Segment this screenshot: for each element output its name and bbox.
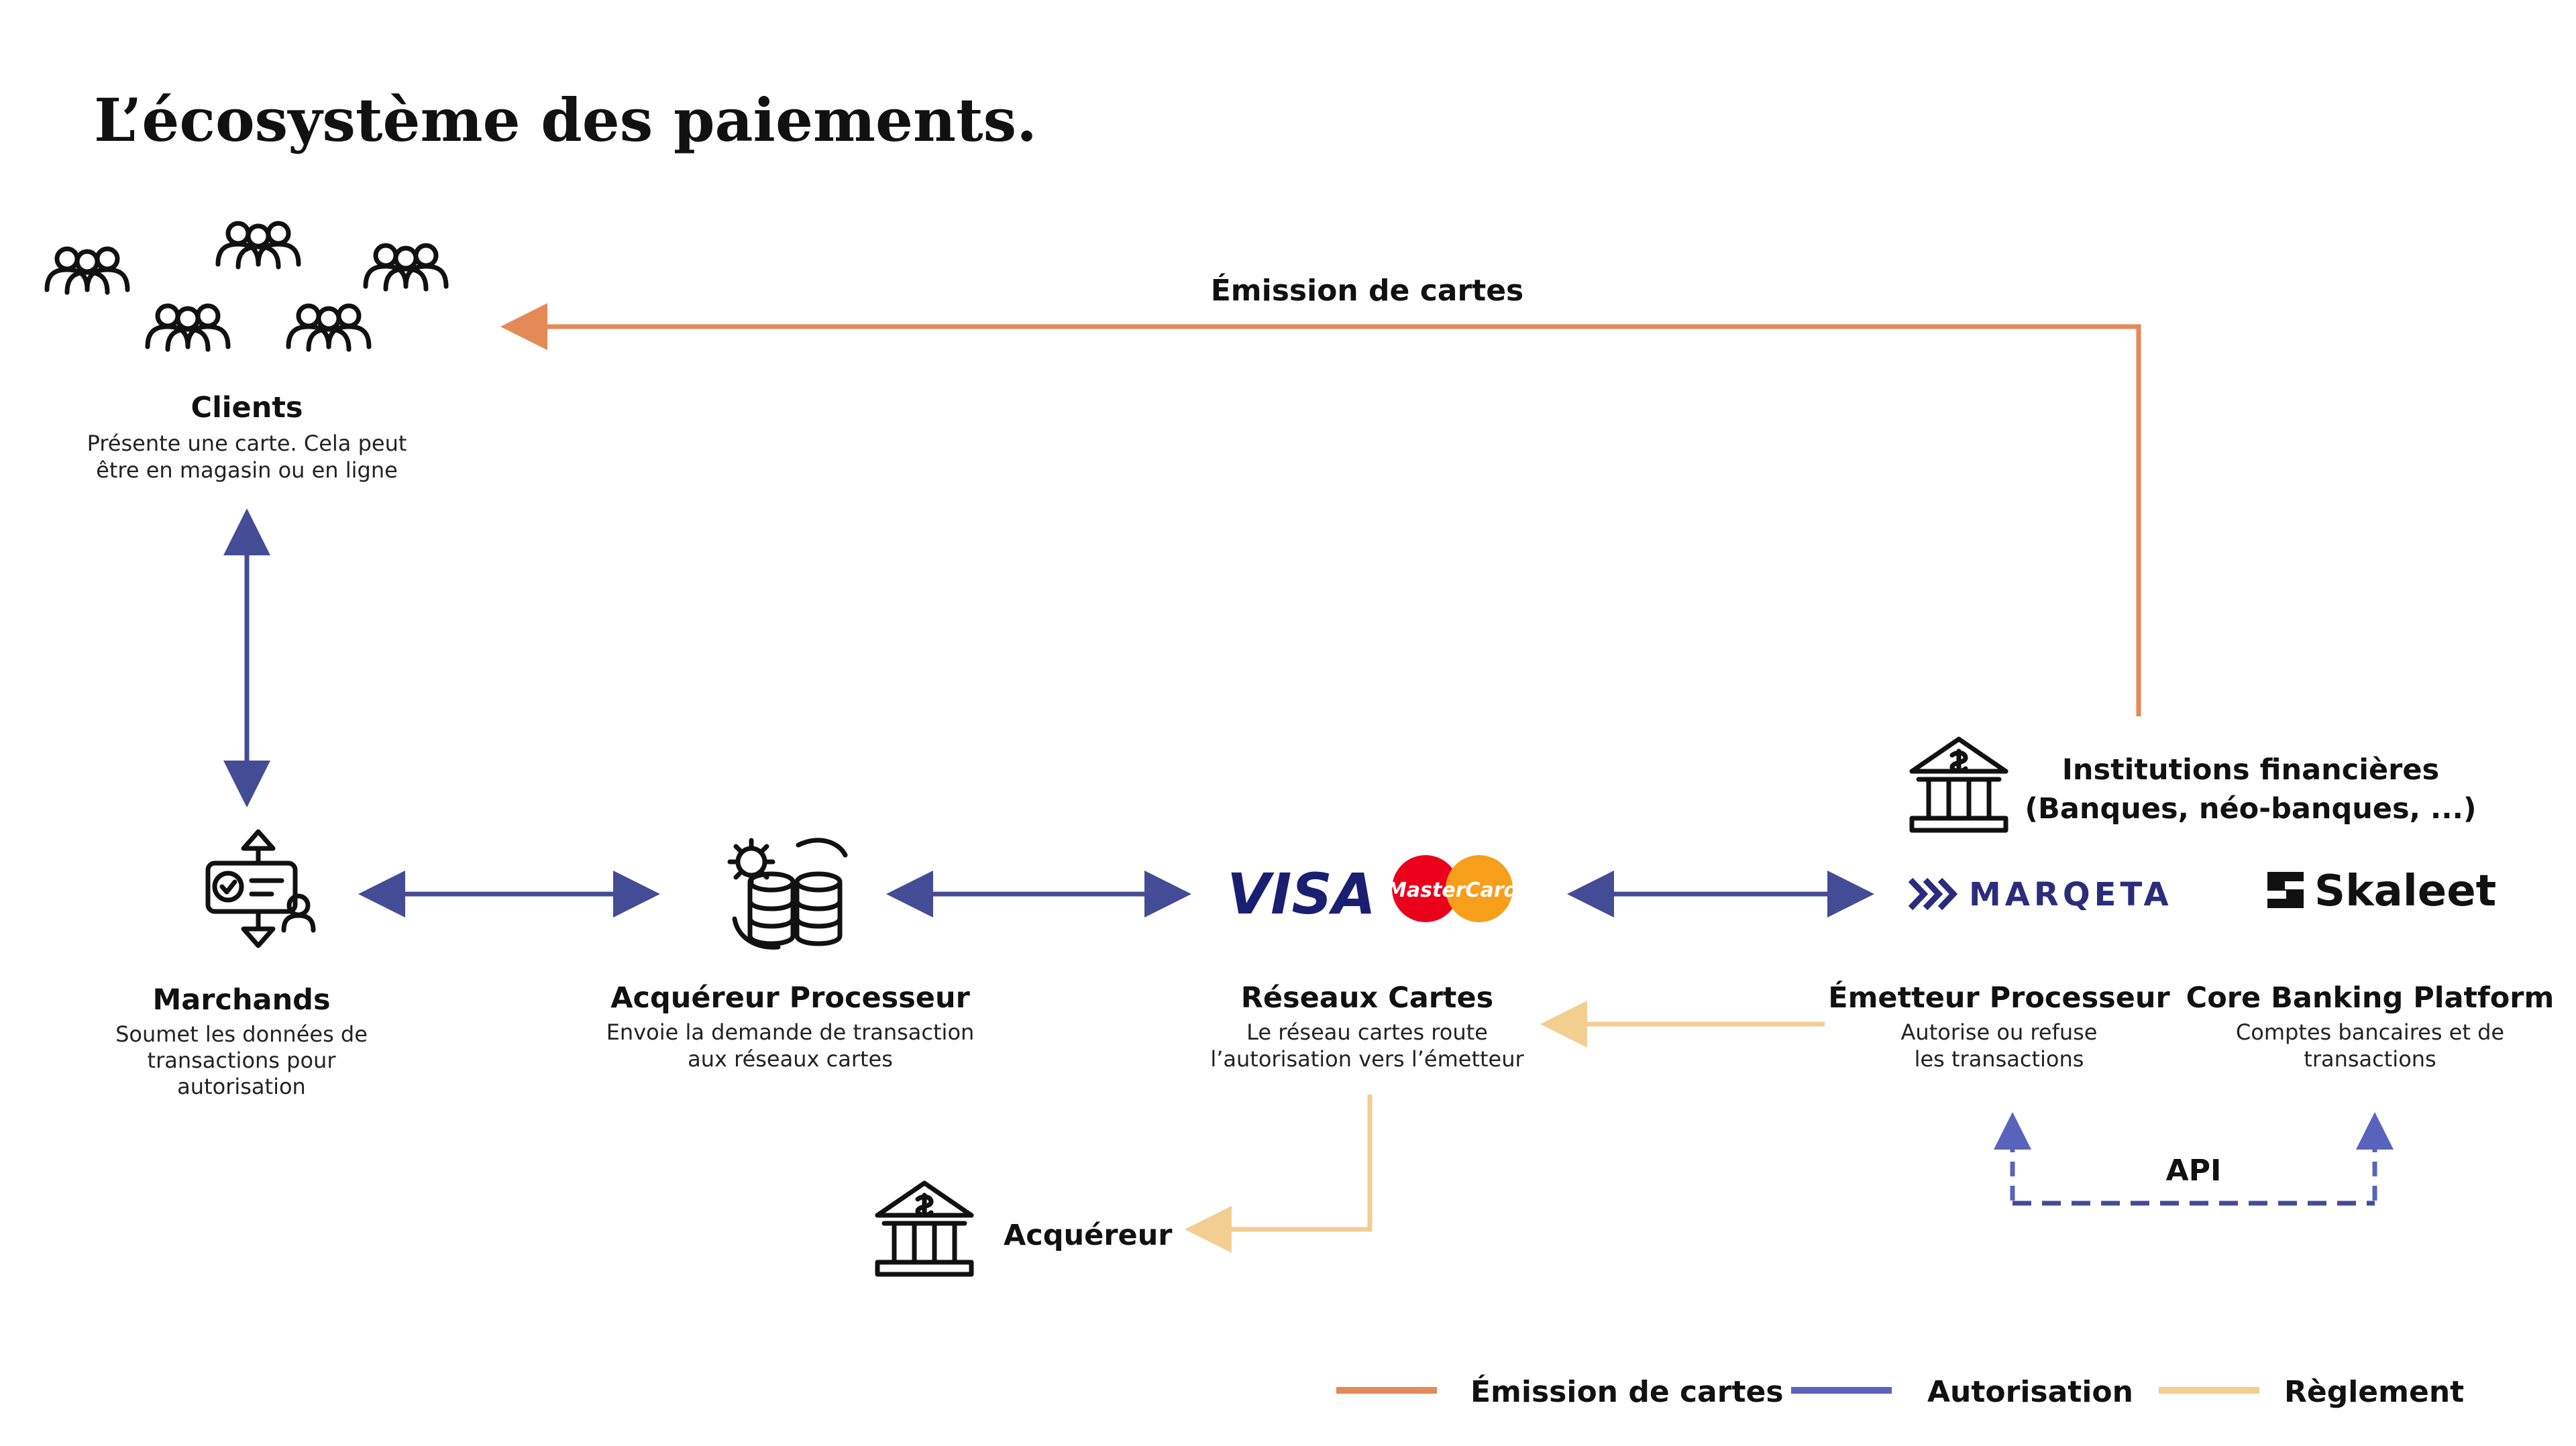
visa-logo: VISA <box>1227 861 1376 927</box>
skaleet-logo: Skaleet <box>2314 867 2496 916</box>
acquereur-bank-icon <box>877 1183 971 1274</box>
skaleet-logo-mark <box>2267 872 2304 908</box>
page-title: L’écosystème des paiements. <box>94 85 1037 155</box>
bank-icon <box>1912 739 2006 830</box>
acquereur-processeur-title: Acquéreur Processeur <box>610 981 970 1015</box>
reseaux-cartes-title: Réseaux Cartes <box>1241 981 1493 1015</box>
core-banking-desc-line-1: Comptes bancaires et de <box>2236 1019 2504 1045</box>
marchands-title: Marchands <box>152 983 330 1017</box>
acquereur-processeur-desc-line-2: aux réseaux cartes <box>688 1046 893 1072</box>
mastercard-logo: MasterCard <box>1387 855 1519 922</box>
clients-title: Clients <box>191 391 303 425</box>
marchands-desc-line-3: autorisation <box>177 1074 306 1099</box>
mastercard-wordmark: MasterCard <box>1387 879 1518 902</box>
legend: Émission de cartes Autorisation Règlemen… <box>1336 1374 2464 1409</box>
acquereur-title: Acquéreur <box>1004 1219 1173 1252</box>
emetteur-processeur-title: Émetteur Processeur <box>1828 981 2170 1015</box>
institutions-title-line-1: Institutions financières <box>2062 753 2439 787</box>
legend-label-reglement: Règlement <box>2284 1375 2464 1409</box>
merchant-transaction-icon <box>205 829 316 948</box>
marchands-desc-line-1: Soumet les données de <box>115 1021 368 1047</box>
reseaux-cartes-desc-line-1: Le réseau cartes route <box>1246 1019 1488 1045</box>
processor-database-icon <box>727 838 848 950</box>
reseaux-cartes-desc-line-2: l’autorisation vers l’émetteur <box>1210 1046 1524 1072</box>
marqeta-logo-mark <box>1908 877 1958 911</box>
edge-label-emission: Émission de cartes <box>1211 272 1524 308</box>
institutions-title-line-2: (Banques, néo-banques, ...) <box>2025 792 2476 826</box>
emetteur-processeur-desc-line-2: les transactions <box>1915 1046 2084 1072</box>
edge-label-api: API <box>2166 1154 2222 1188</box>
users-group-icon <box>47 223 446 349</box>
legend-label-autorisation: Autorisation <box>1927 1375 2133 1409</box>
legend-label-emission: Émission de cartes <box>1470 1374 1784 1409</box>
clients-desc-line-2: être en magasin ou en ligne <box>96 457 398 483</box>
marchands-desc-line-2: transactions pour <box>148 1048 337 1073</box>
core-banking-desc-line-2: transactions <box>2304 1046 2436 1072</box>
core-banking-title: Core Banking Platform <box>2186 981 2555 1015</box>
marqeta-logo: MARQETA <box>1969 876 2173 913</box>
acquereur-processeur-desc-line-1: Envoie la demande de transaction <box>606 1019 975 1045</box>
emetteur-processeur-desc-line-1: Autorise ou refuse <box>1901 1019 2098 1045</box>
edge-reglement-reseaux-acquereur <box>1185 1095 1373 1253</box>
clients-desc-line-1: Présente une carte. Cela peut <box>87 431 407 456</box>
edge-emission-cartes <box>500 303 2141 716</box>
